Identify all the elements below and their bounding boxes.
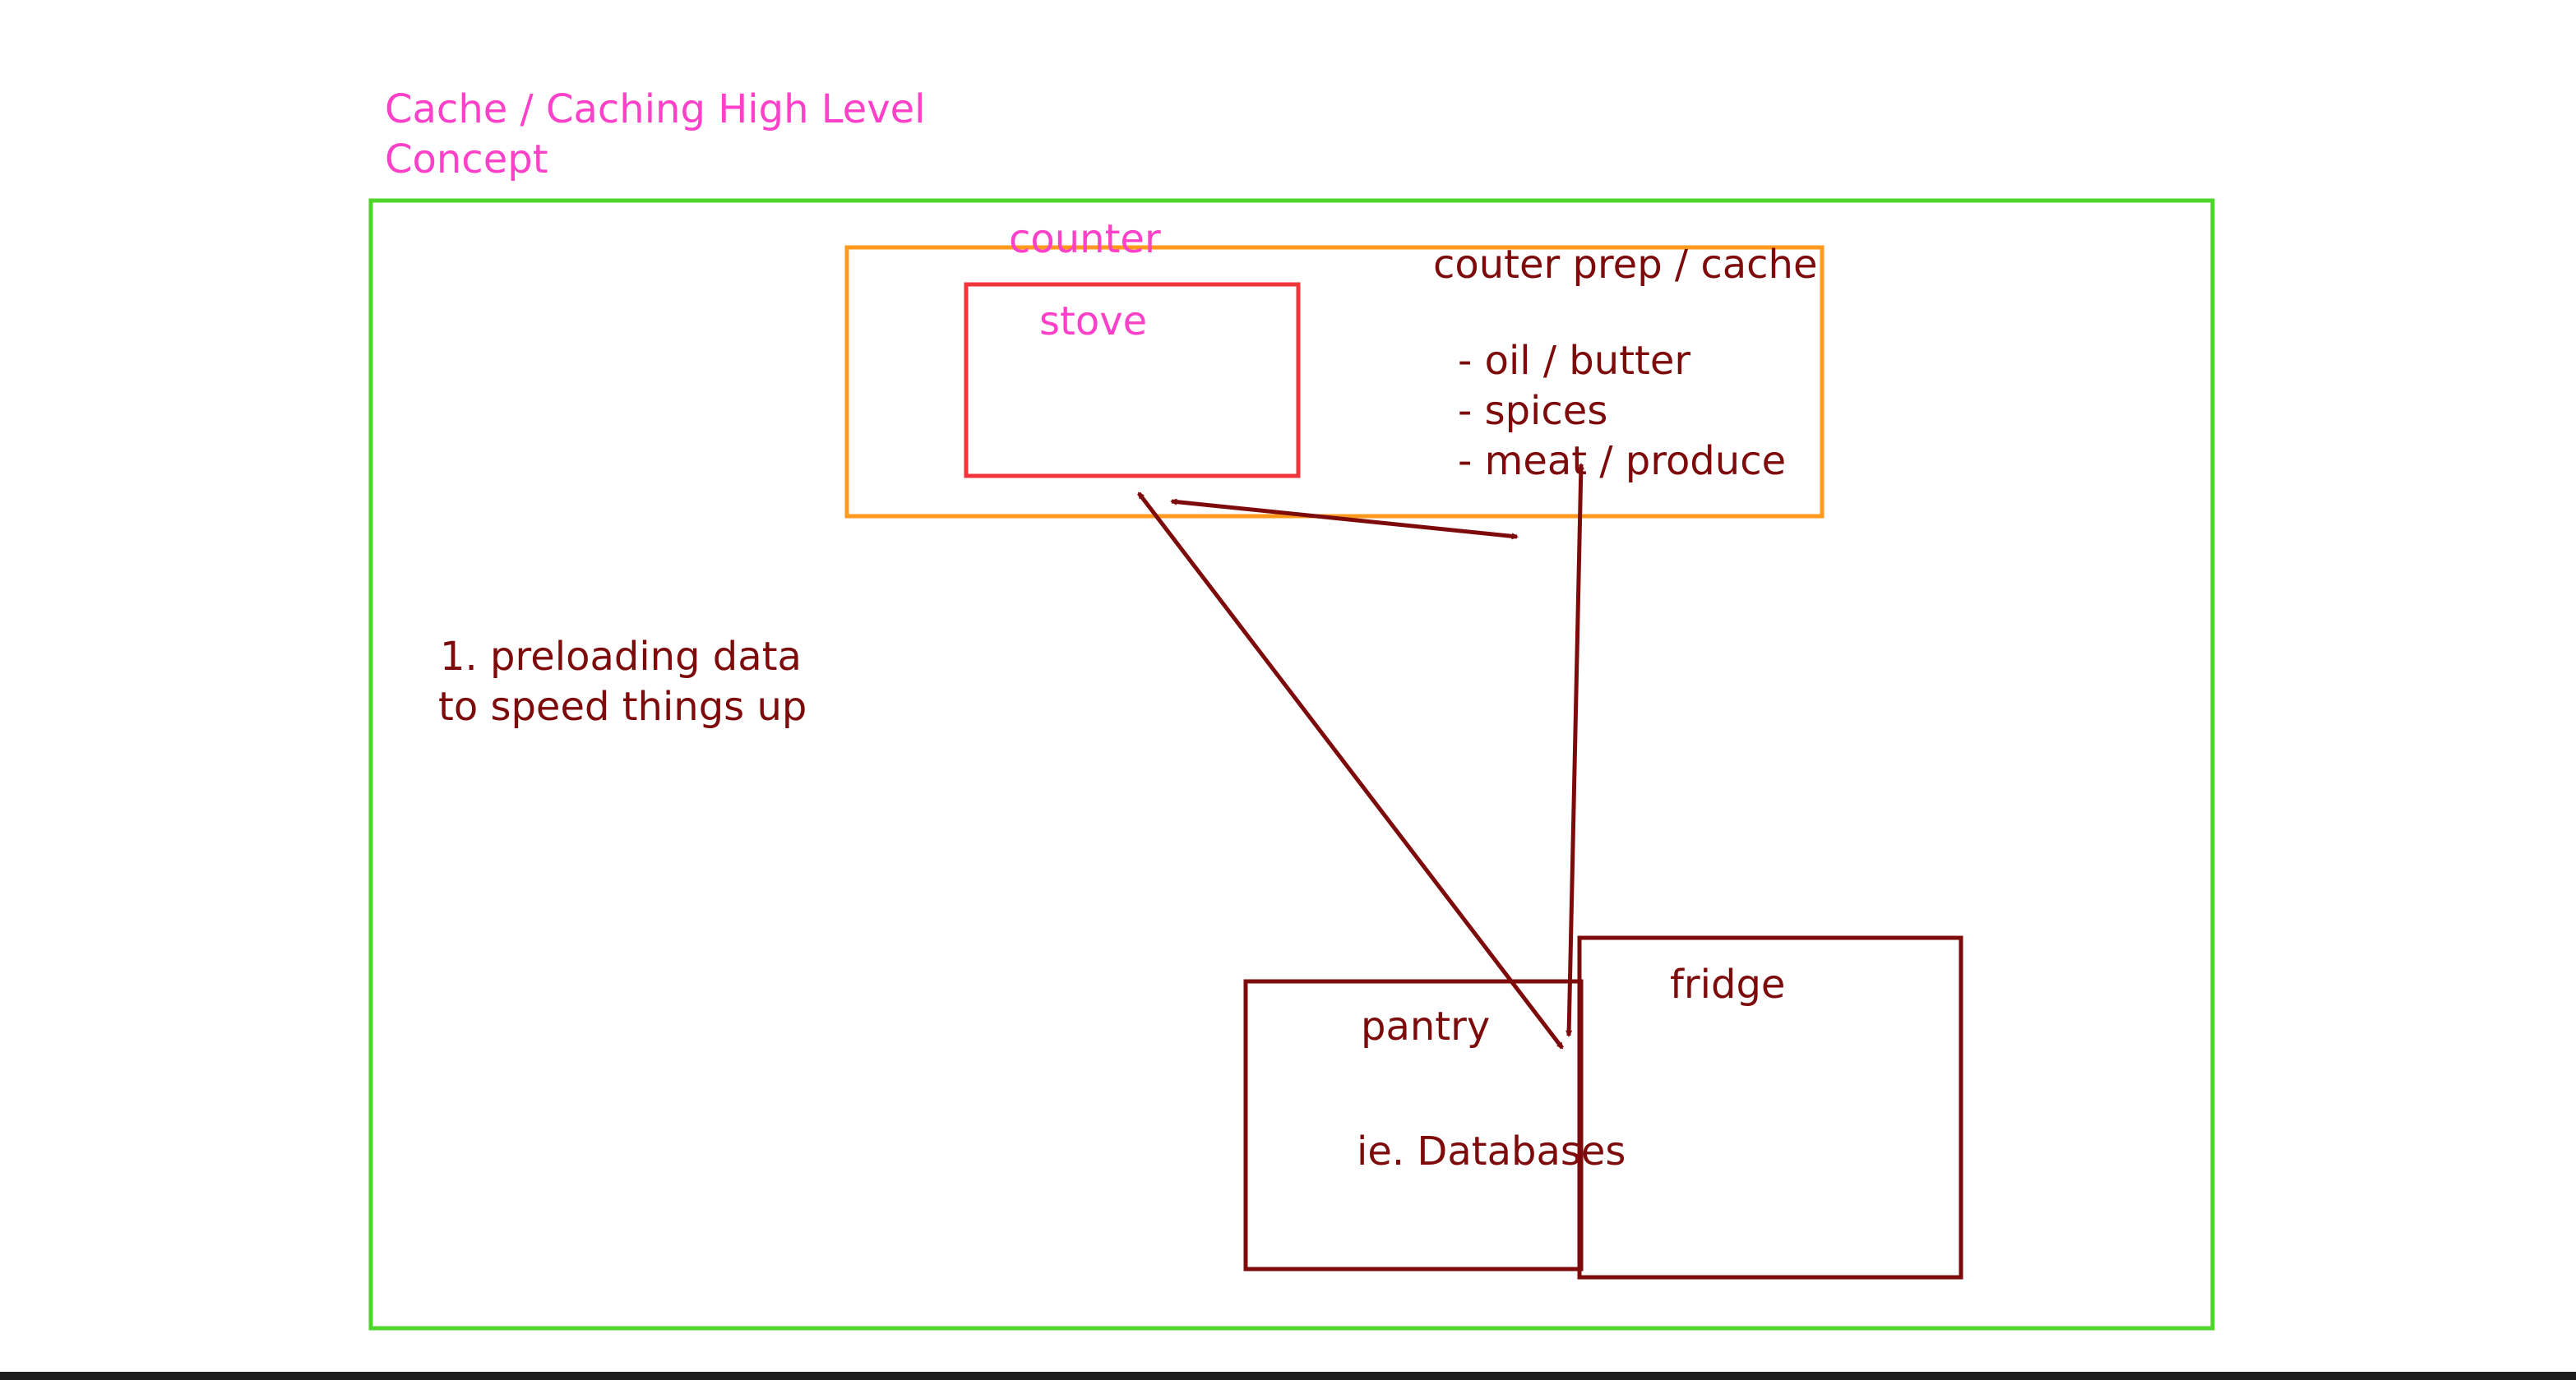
diagram-title-line1: Cache / Caching High Level <box>385 86 925 132</box>
arrow-stove-to-pantry <box>1137 492 1564 1050</box>
cache-item-meat-produce: - meat / produce <box>1458 438 1786 484</box>
cache-item-oil-butter: - oil / butter <box>1458 338 1690 384</box>
note-line1: 1. preloading data <box>440 634 802 680</box>
diagram-title-line2: Concept <box>385 136 548 182</box>
arrow-stove-to-prep <box>1170 498 1519 540</box>
outer-frame <box>368 198 2215 1331</box>
pantry-label: pantry <box>1361 1004 1490 1050</box>
counter-label: counter <box>1009 216 1161 262</box>
cache-title-label: couter prep / cache <box>1433 242 1818 288</box>
databases-label: ie. Databases <box>1357 1128 1626 1175</box>
fridge-box <box>1577 935 1963 1280</box>
bottom-bar <box>0 1372 2576 1380</box>
stove-box <box>964 282 1301 478</box>
stove-label: stove <box>1039 298 1147 344</box>
note-line2: to speed things up <box>438 684 807 730</box>
arrow-produce-to-fridge <box>1565 463 1584 1037</box>
cache-item-spices: - spices <box>1458 388 1607 434</box>
fridge-label: fridge <box>1670 962 1785 1008</box>
